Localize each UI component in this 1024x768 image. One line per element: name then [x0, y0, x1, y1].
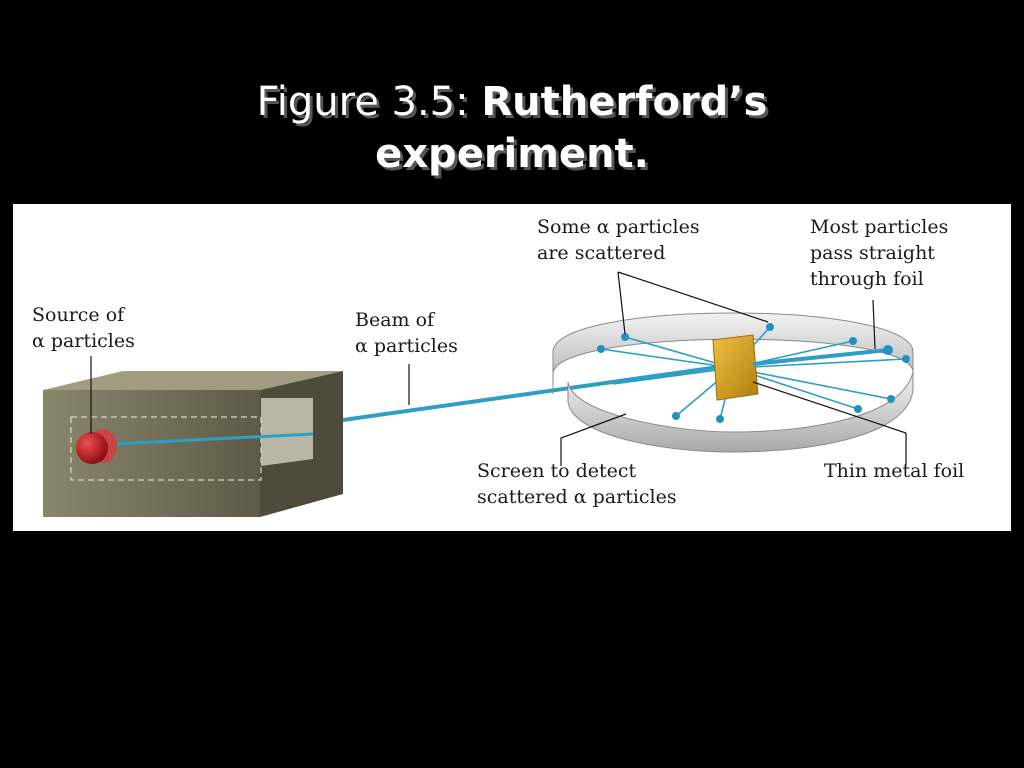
- straight-label: Most particles pass straight through foi…: [810, 214, 948, 292]
- straight-label-line-1: Most particles: [810, 216, 949, 238]
- screen-label: Screen to detect scattered α particles: [477, 458, 677, 510]
- scattered-label: Some α particles are scattered: [537, 214, 700, 266]
- rutherford-diagram: [43, 271, 914, 517]
- thin-metal-foil: [712, 334, 759, 401]
- source-label-line-1: Source of: [32, 304, 125, 326]
- title-main: Rutherford’s: [481, 79, 768, 125]
- scattered-label-line-1: Some α particles: [537, 216, 700, 238]
- straight-beam: [752, 348, 889, 366]
- title-prefix: Figure 3.5:: [256, 79, 469, 125]
- particle-hits: [597, 323, 910, 423]
- beam-label: Beam of α particles: [355, 307, 458, 359]
- leader-lines: [90, 271, 907, 466]
- title-line-2: experiment.: [375, 131, 649, 177]
- title-line-1: Figure 3.5: Rutherford’s: [0, 76, 1024, 128]
- screen-label-line-2: scattered α particles: [477, 486, 677, 508]
- screen-label-line-1: Screen to detect: [477, 460, 637, 482]
- detector-screen-front: [567, 371, 914, 453]
- scattered-label-line-2: are scattered: [537, 242, 666, 264]
- source-label-line-2: α particles: [32, 330, 135, 352]
- straight-label-line-3: through foil: [810, 268, 924, 290]
- source-label: Source of α particles: [32, 302, 135, 354]
- diagram-panel: Source of α particles Beam of α particle…: [13, 204, 1011, 531]
- alpha-source: [76, 429, 117, 464]
- beam-label-line-1: Beam of: [355, 309, 435, 331]
- straight-label-line-2: pass straight: [810, 242, 935, 264]
- detector-screen-back: [552, 312, 914, 394]
- beam-label-line-2: α particles: [355, 335, 458, 357]
- alpha-beam: [342, 364, 727, 422]
- slide-title: Figure 3.5: Rutherford’s experiment.: [0, 76, 1024, 180]
- foil-label: Thin metal foil: [824, 460, 965, 482]
